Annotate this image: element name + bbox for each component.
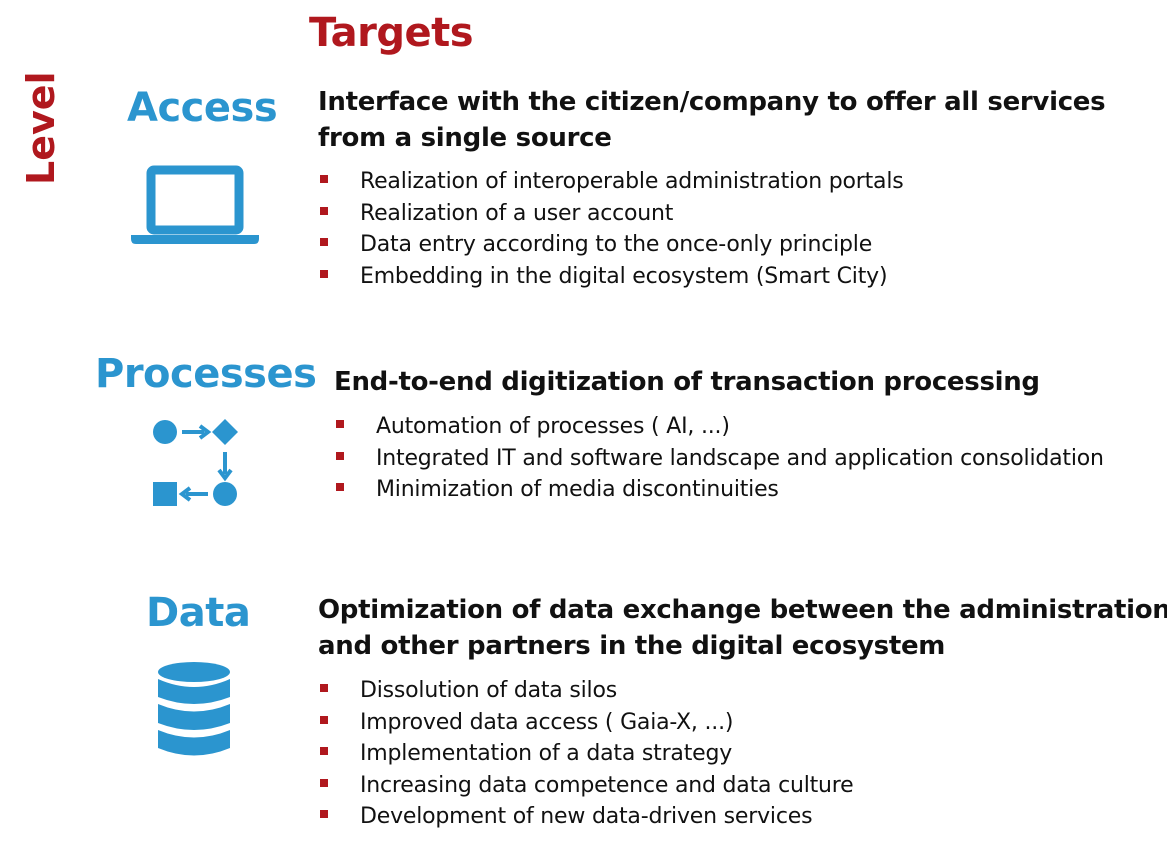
- level-name-data: Data: [146, 590, 251, 636]
- targets-title: Targets: [309, 10, 474, 56]
- data-heading: Optimization of data exchange between th…: [318, 592, 1167, 664]
- list-item: Data entry according to the once-only pr…: [318, 229, 904, 261]
- level-name-processes: Processes: [95, 351, 317, 397]
- laptop-icon: [129, 164, 261, 250]
- bullet-square-icon: [336, 483, 344, 491]
- bullet-square-icon: [320, 206, 328, 215]
- list-item: Integrated IT and software landscape and…: [334, 443, 1104, 475]
- bullet-square-icon: [320, 175, 328, 183]
- bullet-square-icon: [320, 747, 328, 755]
- bullet-square-icon: [336, 451, 344, 460]
- bullet-square-icon: [320, 715, 328, 724]
- processes-heading-line-1: End-to-end digitization of transaction p…: [334, 367, 1040, 397]
- access-bullet-list: Realization of interoperable administrat…: [318, 166, 904, 292]
- bullet-square-icon: [336, 420, 344, 428]
- list-item: Embedding in the digital ecosystem (Smar…: [318, 261, 904, 293]
- bullet-square-icon: [320, 810, 328, 818]
- processes-heading: End-to-end digitization of transaction p…: [334, 364, 1040, 400]
- list-item: Dissolution of data silos: [318, 675, 854, 707]
- level-axis-label: Level: [19, 71, 63, 185]
- data-bullet-list: Dissolution of data silos Improved data …: [318, 675, 854, 833]
- access-heading-line-2: from a single source: [318, 123, 612, 153]
- data-heading-line-1: Optimization of data exchange between th…: [318, 595, 1167, 625]
- list-item: Realization of interoperable administrat…: [318, 166, 904, 198]
- list-item: Automation of processes ( AI, ...): [334, 411, 1104, 443]
- access-heading-line-1: Interface with the citizen/company to of…: [318, 87, 1106, 117]
- list-item: Development of new data-driven services: [318, 801, 854, 833]
- list-item: Implementation of a data strategy: [318, 738, 854, 770]
- access-heading: Interface with the citizen/company to of…: [318, 84, 1106, 156]
- list-item: Realization of a user account: [318, 198, 904, 230]
- bullet-square-icon: [320, 684, 328, 692]
- list-item: Increasing data competence and data cult…: [318, 770, 854, 802]
- processes-bullet-list: Automation of processes ( AI, ...) Integ…: [334, 411, 1104, 506]
- bullet-square-icon: [320, 269, 328, 278]
- process-flow-icon: [150, 418, 242, 514]
- level-name-access: Access: [127, 85, 278, 131]
- database-icon: [156, 661, 232, 763]
- list-item: Improved data access ( Gaia-X, ...): [318, 707, 854, 739]
- bullet-square-icon: [320, 778, 328, 787]
- data-heading-line-2: and other partners in the digital ecosys…: [318, 631, 946, 661]
- bullet-square-icon: [320, 238, 328, 246]
- list-item: Minimization of media discontinuities: [334, 474, 1104, 506]
